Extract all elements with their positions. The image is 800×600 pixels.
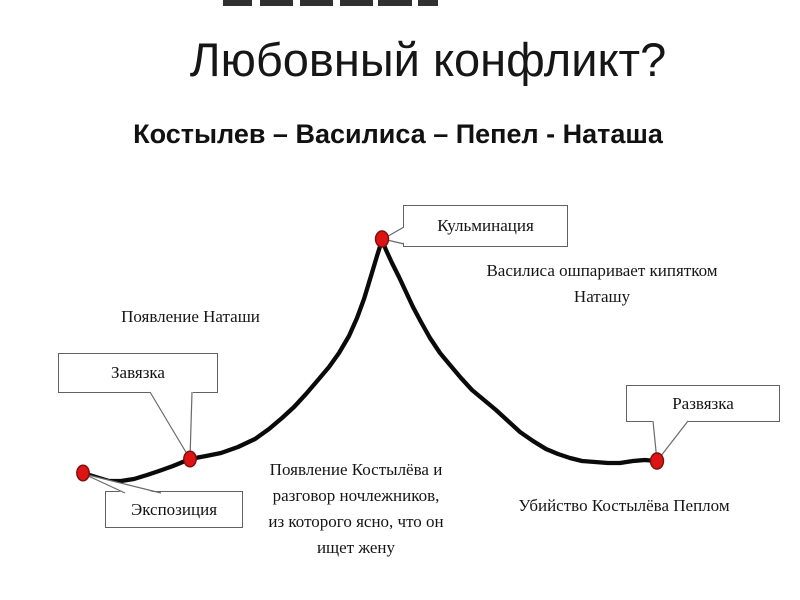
note-kostylev-line1: Появление Костылёва и [269,460,443,479]
callout-tail-climax [382,226,405,245]
note-kostylev-line2: разговор ночлежников, [272,486,440,505]
callout-tail-resolution [652,420,689,462]
callout-box-exposition: Экспозиция [105,491,243,528]
page-title: Любовный конфликт? [189,33,667,86]
note-vasilisa-scalds: Василиса ошпаривает кипятком Наташу [478,258,726,310]
note-kostylev-murder: Убийство Костылёва Пеплом [518,496,730,515]
note-kostylev-line4: ищет жену [316,538,396,557]
dot-inciting [183,450,197,468]
callout-tail-inciting [149,391,193,460]
note-vasilisa-line1: Василиса ошпаривает кипятком [486,261,718,280]
callout-box-resolution: Развязка [626,385,780,422]
callout-label-resolution: Развязка [672,393,734,413]
callout-label-inciting: Завязка [111,363,165,382]
callout-box-inciting: Завязка [58,353,218,393]
note-natasha-appearance: Появление Наташи [121,307,260,326]
dot-climax [374,230,390,248]
note-kostylev-line3: из которого ясно, что он [268,512,444,531]
callout-label-exposition: Экспозиция [130,499,218,519]
callout-label-climax: Кульминация [437,216,534,235]
note-kostylev-appearance: Появление Костылёва и разговор ночлежник… [244,457,468,561]
callout-box-climax: Кульминация [403,205,568,247]
dot-exposition [76,464,90,482]
page-subtitle: Костылев – Василиса – Пепел - Наташа [133,119,663,149]
cropped-text-fragment [223,0,438,6]
note-vasilisa-line2: Наташу [573,287,631,306]
dot-resolution [649,452,665,470]
